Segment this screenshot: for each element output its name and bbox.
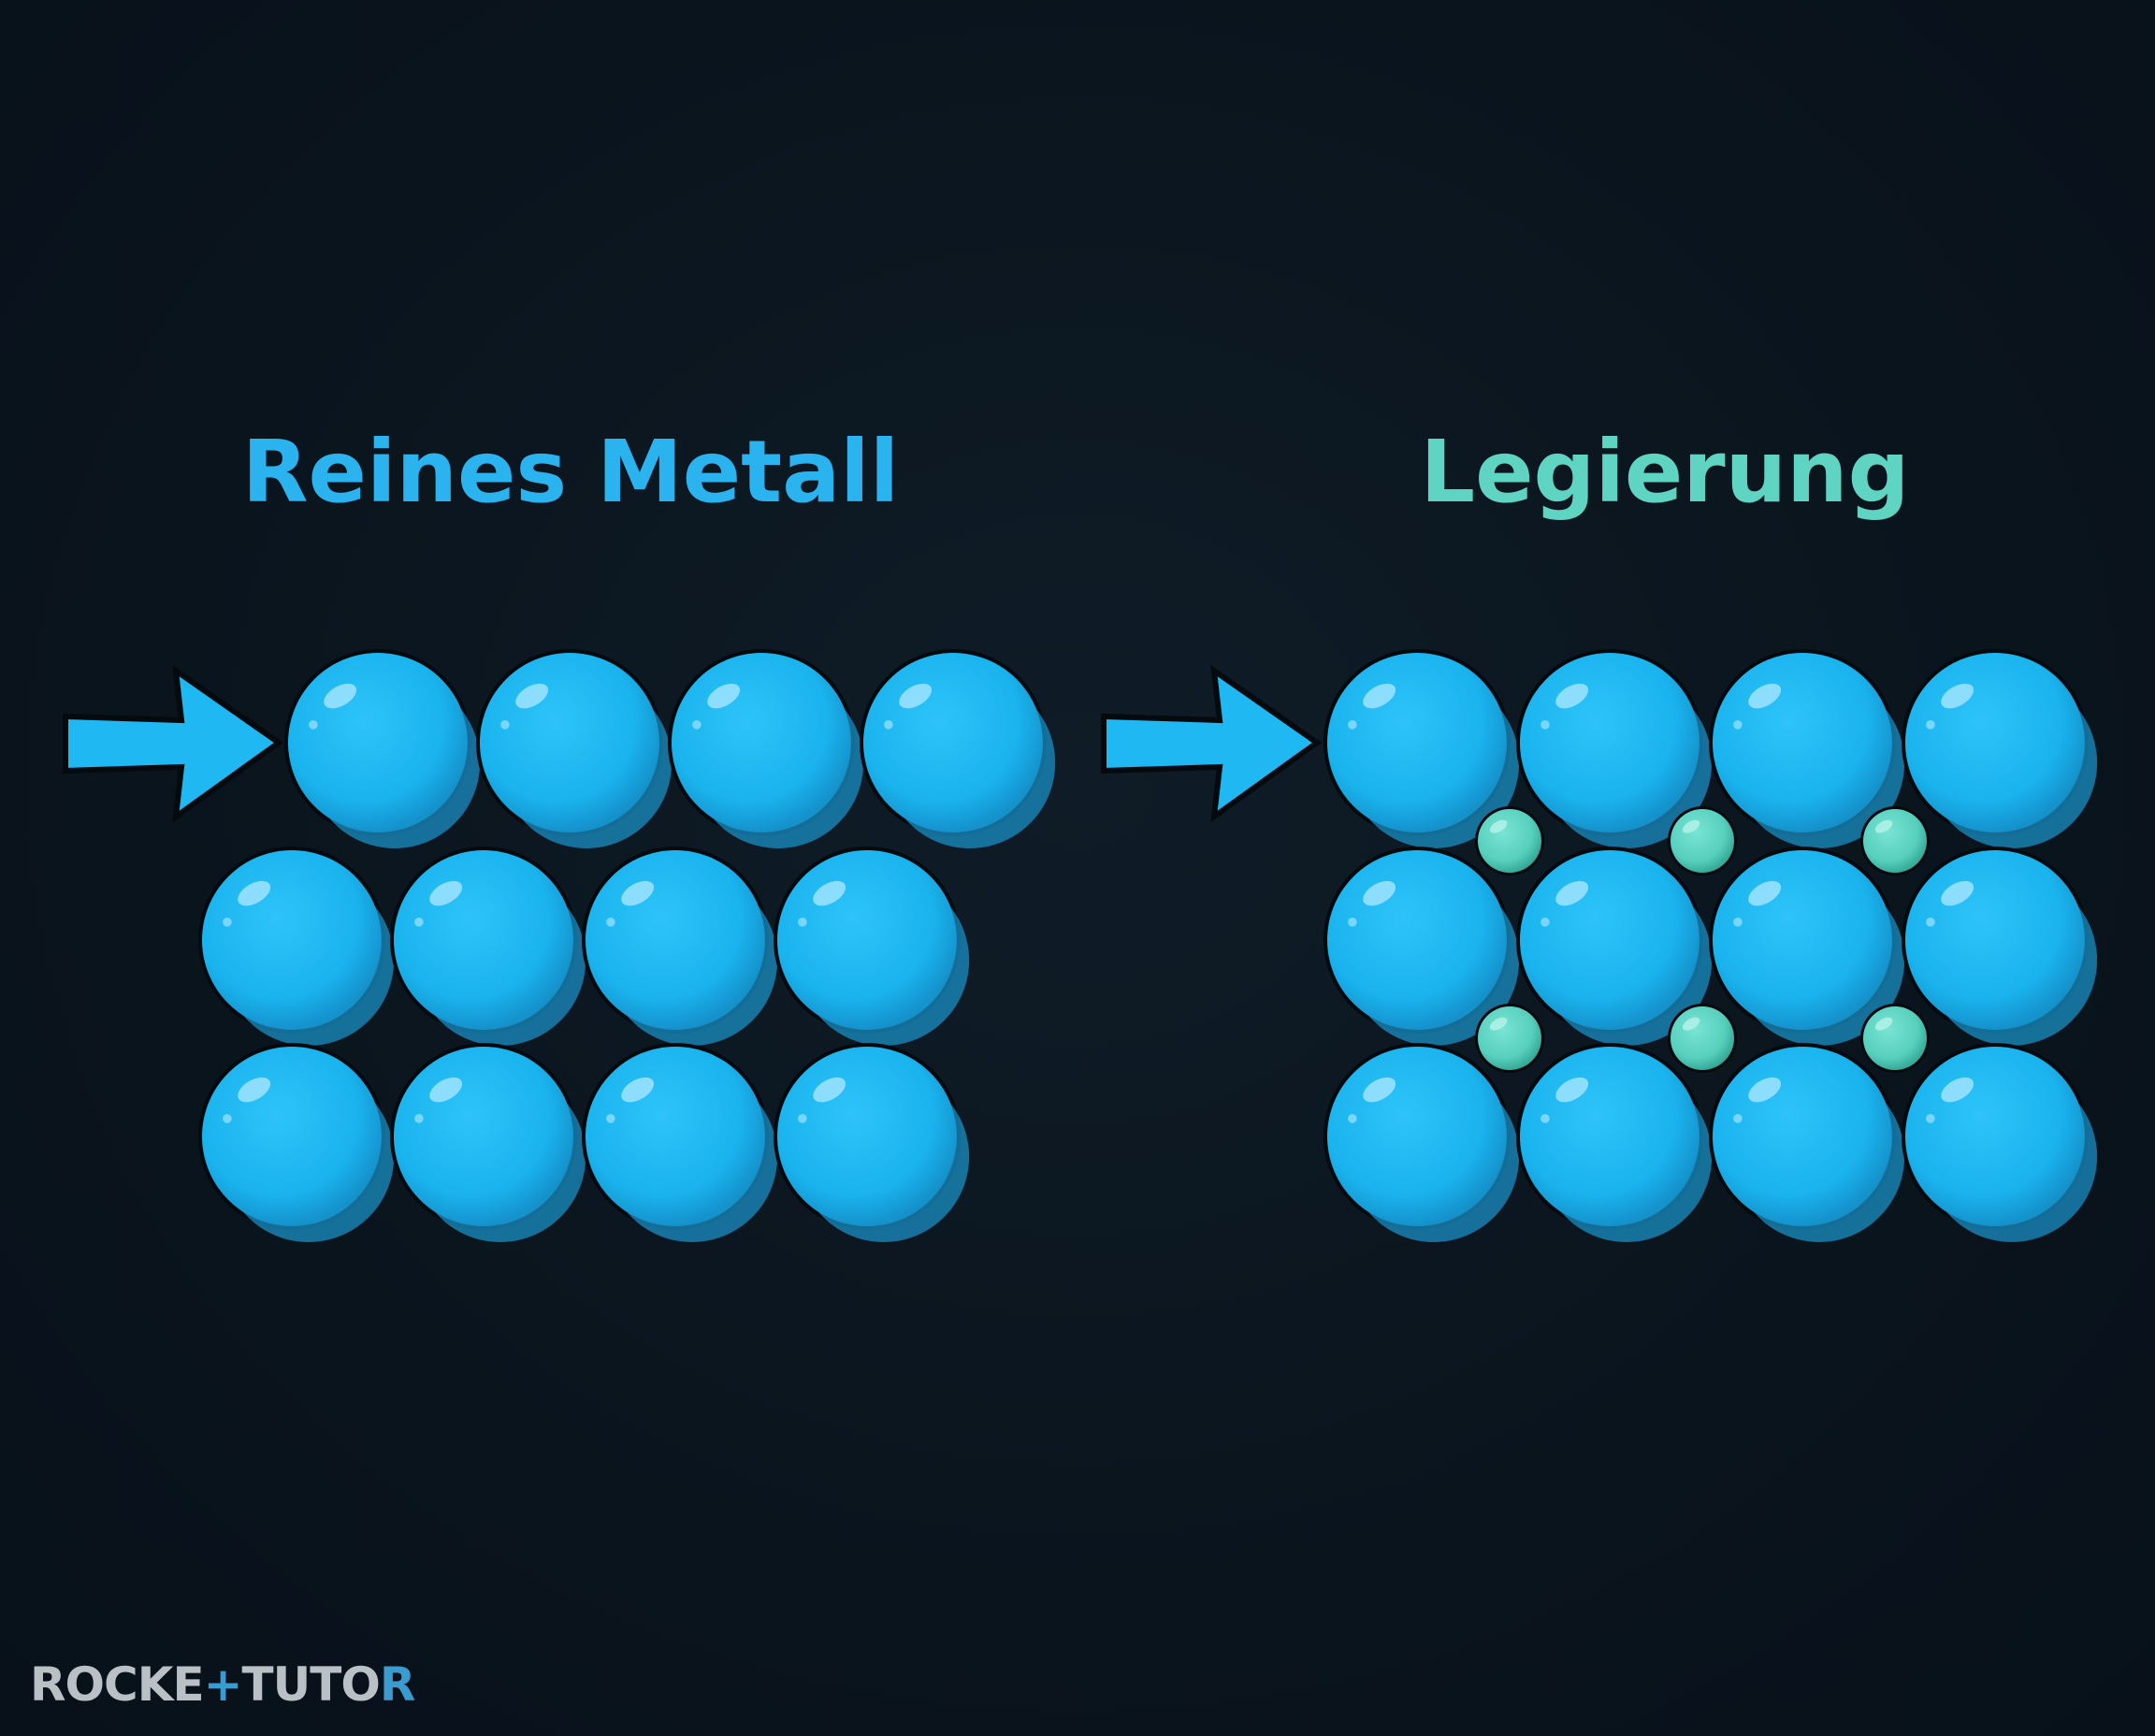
rocketutor-logo: ROCKE+TUTOR <box>30 1654 416 1715</box>
alloy-lattice <box>1323 649 2098 1242</box>
metal-atom <box>1323 649 1520 848</box>
alloy-small-atom <box>1668 806 1737 875</box>
metal-atom <box>390 846 586 1046</box>
alloy-small-atom <box>1860 806 1930 875</box>
metal-atom <box>476 649 673 848</box>
pure-metal-lattice <box>198 649 1056 1242</box>
alloy-small-atom <box>1475 1004 1544 1073</box>
metal-atom <box>1709 649 1905 848</box>
metal-atom <box>582 846 778 1046</box>
metal-atom <box>284 649 481 848</box>
metal-atom <box>1323 1043 1520 1242</box>
alloy-small-atom <box>1668 1004 1737 1073</box>
metal-atom <box>774 1043 970 1242</box>
alloy-title: Legierung <box>1420 422 1910 522</box>
metal-atom <box>198 846 395 1046</box>
metal-atom <box>1709 846 1905 1046</box>
metal-atom <box>1902 846 2098 1046</box>
metal-atom <box>1709 1043 1905 1242</box>
metal-atom <box>668 649 864 848</box>
logo-part-rocke: ROCKE <box>30 1657 205 1712</box>
metal-atom <box>1902 649 2098 848</box>
metal-atom <box>774 846 970 1046</box>
arrow-right-icon <box>1101 664 1323 823</box>
metal-atom <box>1516 1043 1713 1242</box>
logo-part-r: R <box>379 1657 416 1712</box>
metal-atom <box>1323 846 1520 1046</box>
metal-atom <box>390 1043 586 1242</box>
logo-cross-icon: + <box>203 1657 243 1712</box>
metal-atom <box>582 1043 778 1242</box>
metal-atom <box>1902 1043 2098 1242</box>
metal-atom <box>198 1043 395 1242</box>
metal-atom <box>860 649 1056 848</box>
metal-atom <box>1516 846 1713 1046</box>
logo-part-tuto: TUTO <box>241 1657 381 1712</box>
metal-atom <box>1516 649 1713 848</box>
alloy-small-atom <box>1475 806 1544 875</box>
alloy-small-atom <box>1860 1004 1930 1073</box>
pure-metal-title: Reines Metall <box>241 422 900 522</box>
arrow-right-icon <box>63 664 284 823</box>
